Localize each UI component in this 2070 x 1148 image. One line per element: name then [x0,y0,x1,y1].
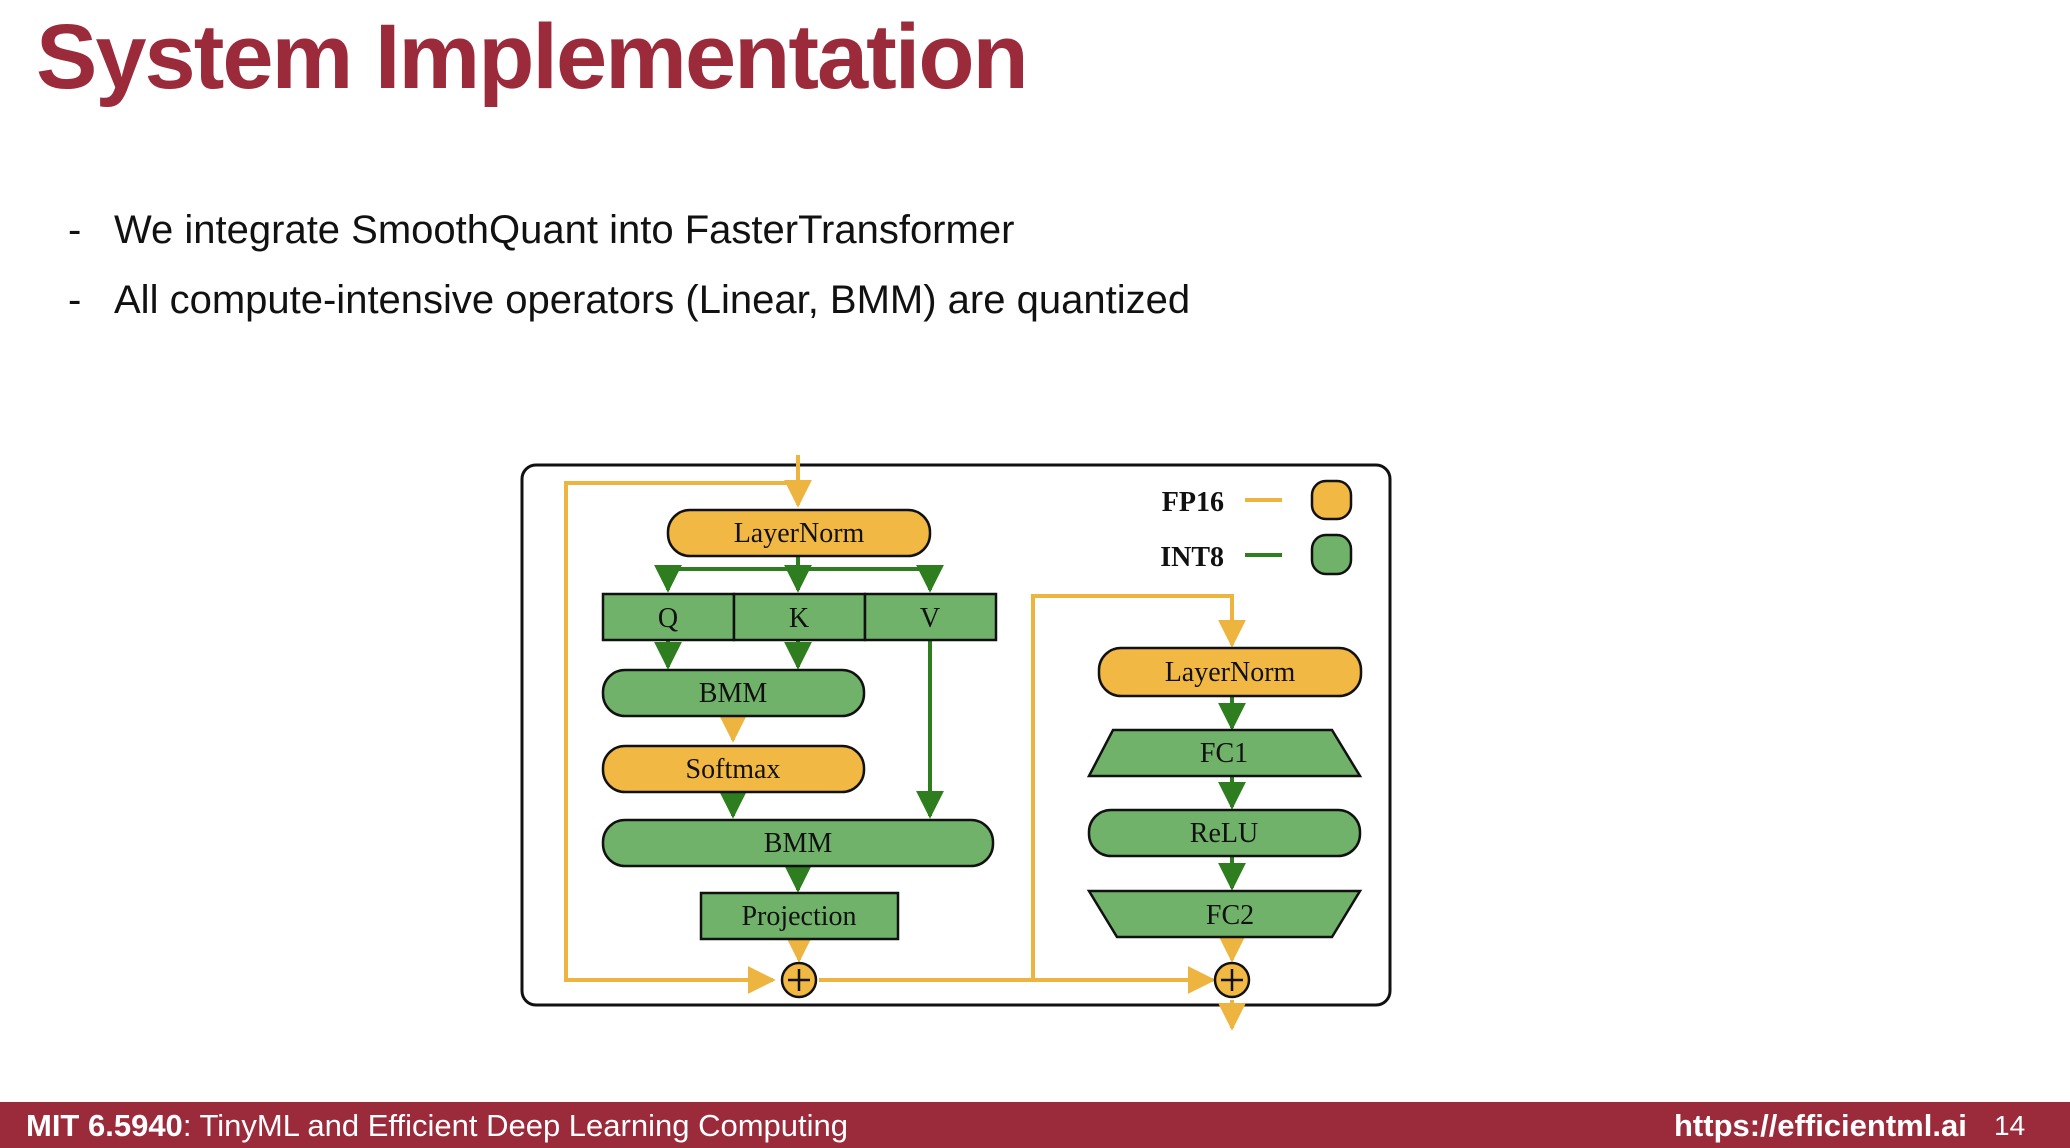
legend-int8-swatch [1310,533,1353,576]
course-title: : TinyML and Efficient Deep Learning Com… [182,1108,848,1143]
fp16-connections [564,455,1246,1031]
ffn-layernorm-node [1097,646,1363,698]
bmm-node-1 [601,668,866,718]
bmm-node-2 [601,818,995,868]
ffn-layernorm-label: LayerNorm [1165,657,1296,688]
course-code: MIT 6.5940 [26,1108,183,1143]
q-label: Q [658,603,678,634]
layernorm-node [666,508,932,558]
layernorm-label: LayerNorm [734,518,865,549]
bullet-dash: - [68,208,82,252]
residual-add-icon [780,961,818,999]
softmax-node [601,744,866,794]
legend-fp16-swatch [1310,479,1353,521]
footer-url: https://efficientml.ai [1674,1108,1967,1143]
v-label: V [920,603,940,634]
k-label: K [789,603,809,634]
legend-fp16-label: FP16 [1162,487,1224,518]
footer-course: MIT 6.5940: TinyML and Efficient Deep Le… [26,1108,848,1144]
fc2-label: FC2 [1206,900,1254,931]
fc1-node [1086,728,1363,778]
bmm-label-2: BMM [764,828,833,859]
q-node [601,592,736,642]
slide-title: System Implementation [36,6,1029,108]
softmax-label: Softmax [686,754,781,785]
bullet-text: All compute-intensive operators (Linear,… [114,278,1191,322]
k-node [732,592,867,642]
legend-int8-label: INT8 [1160,542,1224,573]
bullet-item: -We integrate SmoothQuant into FasterTra… [68,200,1190,270]
bullet-dash: - [68,278,82,322]
int8-connections [654,555,1246,893]
relu-label: ReLU [1190,818,1258,849]
bullet-text: We integrate SmoothQuant into FasterTran… [114,208,1015,252]
bmm-label-1: BMM [699,678,768,709]
v-node [863,592,998,642]
footer-bar: MIT 6.5940: TinyML and Efficient Deep Le… [0,1102,2070,1148]
projection-label: Projection [741,901,856,932]
bullet-item: -All compute-intensive operators (Linear… [68,270,1190,340]
page-number: 14 [1994,1110,2026,1141]
fc2-node [1086,889,1363,939]
fc1-label: FC1 [1200,738,1248,769]
relu-node [1087,808,1362,858]
bullet-list: -We integrate SmoothQuant into FasterTra… [68,200,1190,340]
residual-add-icon [1213,961,1251,999]
quantized-transformer-diagram: LayerNorm Q K V BMM Softmax BMM Projecti… [520,455,1392,1031]
projection-node [699,891,900,941]
